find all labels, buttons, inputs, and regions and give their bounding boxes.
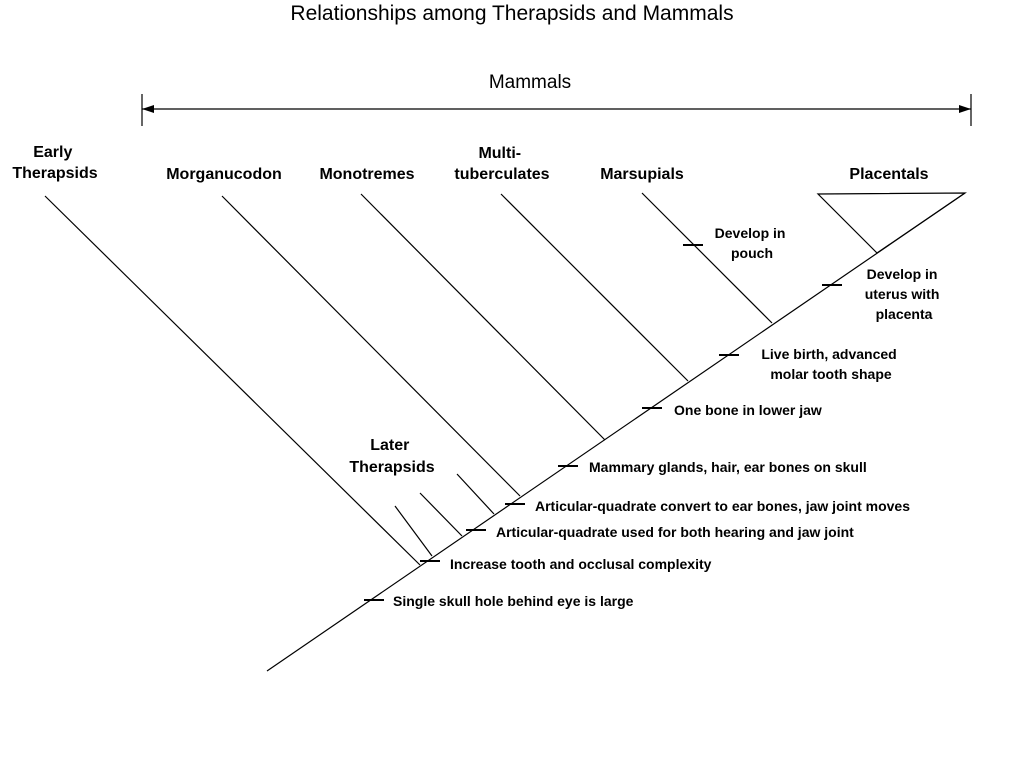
- taxon-early-therapsids: Early Therapsids: [12, 144, 97, 182]
- branch-later-therapsids-2: [419, 492, 463, 537]
- branch-early-therapsids: [44, 195, 421, 566]
- diagram-title: Relationships among Therapsids and Mamma…: [290, 2, 734, 25]
- branch-morganucodon: [221, 195, 521, 497]
- branch-later-therapsids-3: [456, 473, 495, 515]
- taxon-morganucodon: Morganucodon: [166, 166, 282, 183]
- trait-skull-hole: Single skull hole behind eye is large: [393, 593, 634, 609]
- taxon-placentals: Placentals: [849, 166, 928, 183]
- taxon-multituberculates: Multi- tuberculates: [454, 145, 549, 183]
- taxon-monotremes: Monotremes: [319, 166, 414, 183]
- taxon-marsupials: Marsupials: [600, 166, 684, 183]
- main-trunk-line: [266, 192, 966, 672]
- trait-one-bone-lower-jaw: One bone in lower jaw: [674, 402, 822, 418]
- mammals-label: Mammals: [489, 72, 571, 93]
- trait-mammary-glands: Mammary glands, hair, ear bones on skull: [589, 459, 867, 475]
- trait-develop-in-uterus: Develop in uterus with placenta: [865, 266, 944, 322]
- taxon-later-therapsids: Later Therapsids: [349, 437, 434, 476]
- trait-articular-quadrate-convert: Articular-quadrate convert to ear bones,…: [535, 498, 910, 514]
- branch-monotremes: [360, 193, 606, 441]
- branch-later-therapsids-1: [394, 505, 433, 557]
- trait-live-birth: Live birth, advanced molar tooth shape: [761, 346, 900, 382]
- trait-tooth-complexity: Increase tooth and occlusal complexity: [450, 556, 712, 572]
- trait-articular-quadrate-both: Articular-quadrate used for both hearing…: [496, 524, 854, 540]
- branch-marsupials: [641, 192, 773, 324]
- trait-develop-in-pouch: Develop in pouch: [715, 225, 790, 261]
- placentals-clade-triangle: [816, 192, 967, 254]
- branch-multituberculates: [500, 193, 689, 382]
